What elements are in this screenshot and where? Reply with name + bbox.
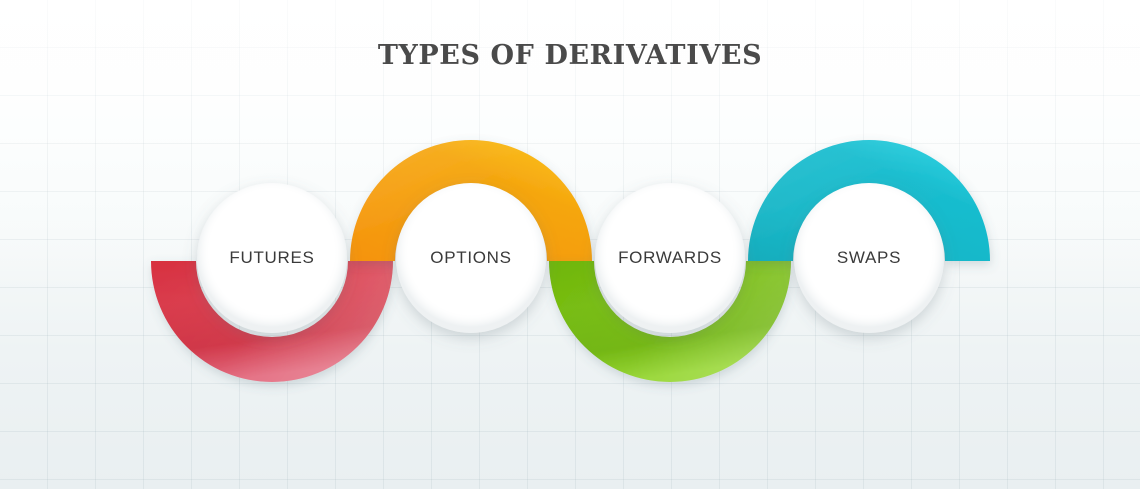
node-label-futures: FUTURES	[229, 248, 315, 267]
node-label-forwards: FORWARDS	[618, 248, 722, 267]
node-disc-futures[interactable]	[197, 183, 347, 333]
arc-forwards[interactable]	[549, 261, 791, 382]
node-disc-options[interactable]	[396, 183, 546, 333]
node-disc-group	[197, 183, 944, 333]
arc-swaps[interactable]	[748, 140, 990, 261]
arc-group	[151, 140, 990, 382]
arc-futures[interactable]	[151, 261, 393, 382]
node-disc-swaps[interactable]	[794, 183, 944, 333]
node-label-swaps: SWAPS	[836, 248, 902, 267]
arc-options[interactable]	[350, 140, 592, 261]
page-title: TYPES OF DERIVATIVES	[377, 40, 763, 71]
node-disc-forwards[interactable]	[595, 183, 745, 333]
node-label-options: OPTIONS	[430, 248, 512, 267]
